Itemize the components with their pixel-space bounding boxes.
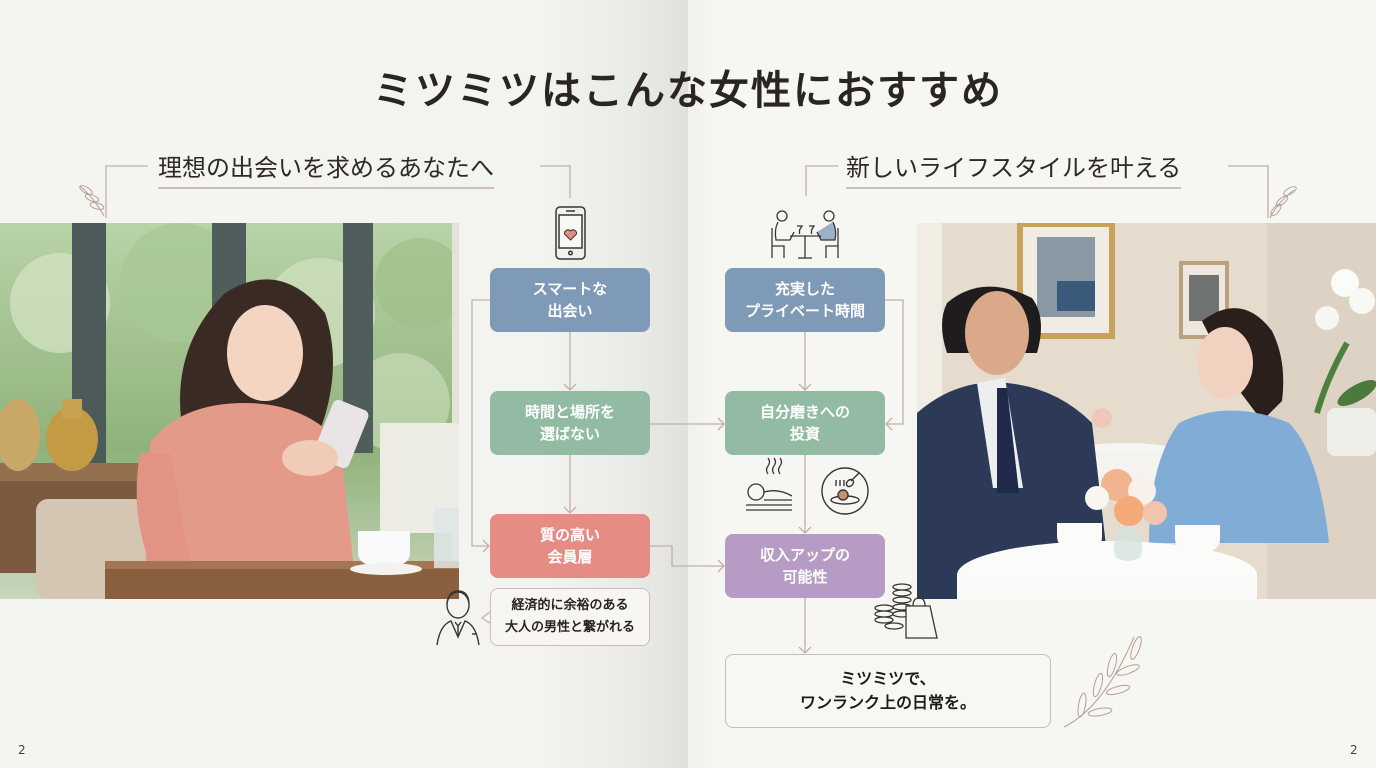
page-number-left: 2: [18, 743, 26, 757]
flow-box-income-up: 収入アップの 可能性: [725, 534, 885, 598]
speech-bubble-note: 経済的に余裕のある 大人の男性と繋がれる: [490, 588, 650, 646]
page-number-right: 2: [1350, 743, 1358, 757]
flow-box-smart-encounter: スマートな 出会い: [490, 268, 650, 332]
flow-box-self-investment: 自分磨きへの 投資: [725, 391, 885, 455]
final-message-box: ミツミツで、 ワンランク上の日常を。: [725, 654, 1051, 728]
flow-box-anytime-anywhere: 時間と場所を 選ばない: [490, 391, 650, 455]
right-section-title: 新しいライフスタイルを叶える: [846, 148, 1182, 189]
left-section-title: 理想の出会いを求めるあなたへ: [158, 148, 494, 189]
couple-lounge-photo: [917, 223, 1376, 599]
flow-box-private-time: 充実した プライベート時間: [725, 268, 885, 332]
woman-smartphone-photo: [0, 223, 459, 599]
flow-box-quality-members: 質の高い 会員層: [490, 514, 650, 578]
page-title: ミツミツはこんな女性におすすめ: [373, 67, 1003, 114]
